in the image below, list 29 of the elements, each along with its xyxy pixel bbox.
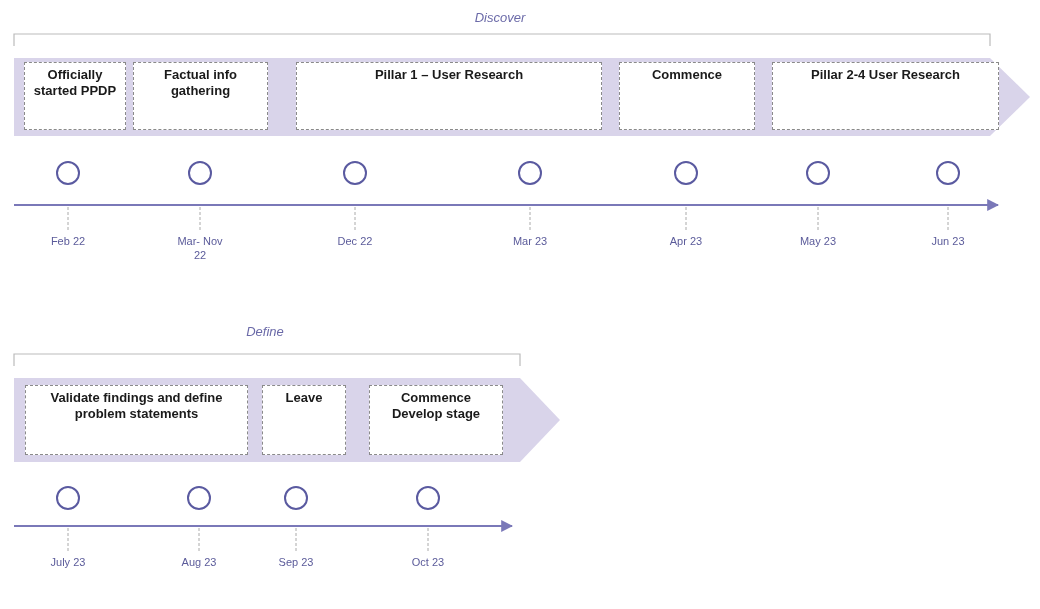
- milestone-box: [24, 62, 126, 130]
- milestone-text: Officially started PPDP: [32, 67, 118, 99]
- date-label: Feb 22: [49, 234, 87, 249]
- milestone-box: [262, 385, 346, 455]
- phase-heading: Discover: [473, 10, 527, 25]
- milestone-text: Commence Develop stage: [390, 390, 482, 422]
- date-label: May 23: [798, 234, 838, 249]
- milestone-text: Pillar 2-4 User Research: [811, 67, 960, 83]
- milestone-box: [369, 385, 503, 455]
- date-label: July 23: [49, 555, 87, 570]
- date-label: Mar- Nov 22: [176, 234, 224, 263]
- milestone-box: [296, 62, 602, 130]
- date-label: Oct 23: [410, 555, 446, 570]
- milestone-text: Pillar 1 – User Research: [374, 67, 524, 83]
- milestone-box: [133, 62, 268, 130]
- milestone-text: Validate findings and define problem statements: [49, 390, 224, 422]
- date-label: Dec 22: [336, 234, 374, 249]
- date-label: Sep 23: [277, 555, 315, 570]
- phase-heading: Define: [245, 324, 285, 339]
- milestone-text: Leave: [285, 390, 323, 406]
- milestone-box: [772, 62, 999, 130]
- date-label: Apr 23: [668, 234, 704, 249]
- milestone-text: Commence: [651, 67, 723, 83]
- date-label: Jun 23: [930, 234, 966, 249]
- date-label: Aug 23: [180, 555, 218, 570]
- milestone-text: Factual info gathering: [163, 67, 238, 99]
- milestone-box: [25, 385, 248, 455]
- date-label: Mar 23: [511, 234, 549, 249]
- milestone-box: [619, 62, 755, 130]
